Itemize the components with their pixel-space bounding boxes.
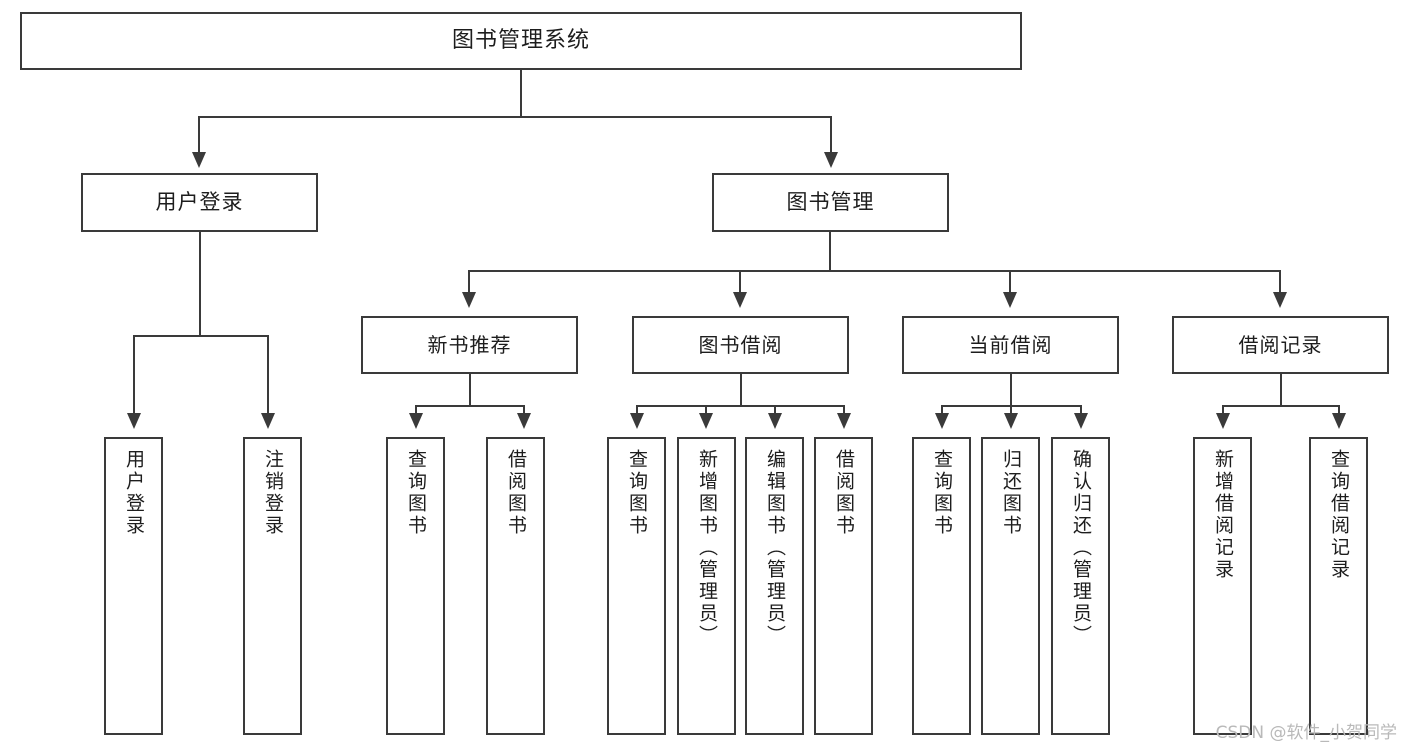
- node-label: 借阅图书: [833, 449, 855, 537]
- node-label: 归还图书: [1000, 449, 1022, 537]
- arrow-to-book-borrow: [733, 292, 747, 308]
- node-label: 确认归还（管理员）: [1070, 449, 1092, 647]
- arrow-book-borrow-leaf-4: [837, 413, 851, 429]
- leaf-book-borrow-borrow-book[interactable]: 借阅图书: [814, 437, 873, 735]
- connector-current-borrow-stem: [1010, 374, 1012, 406]
- node-label: 注销登录: [262, 449, 284, 537]
- arrow-to-book-management: [824, 152, 838, 168]
- connector-book-borrow-drop-4: [843, 405, 845, 417]
- node-label: 用户登录: [155, 190, 244, 215]
- connector-book-borrow-drop-3: [774, 405, 776, 417]
- node-label: 借阅记录: [1238, 332, 1323, 357]
- leaf-book-borrow-query-book[interactable]: 查询图书: [607, 437, 666, 735]
- connector-current-borrow-drop-3: [1080, 405, 1082, 417]
- node-book-management[interactable]: 图书管理: [712, 173, 949, 232]
- connector-level3-drop-2: [739, 270, 741, 295]
- node-label: 借阅图书: [505, 449, 527, 537]
- node-label: 用户登录: [123, 449, 145, 537]
- connector-book-borrow-drop-2: [705, 405, 707, 417]
- connector-new-book-stem: [469, 374, 471, 406]
- node-label: 图书管理系统: [451, 28, 590, 54]
- leaf-current-borrow-query-book[interactable]: 查询图书: [912, 437, 971, 735]
- arrow-current-borrow-leaf-3: [1074, 413, 1088, 429]
- connector-root-stem: [520, 70, 522, 117]
- node-user-login[interactable]: 用户登录: [81, 173, 318, 232]
- arrow-current-borrow-leaf-2: [1004, 413, 1018, 429]
- leaf-borrow-record-add-record[interactable]: 新增借阅记录: [1193, 437, 1252, 735]
- connector-level3-drop-1: [468, 270, 470, 295]
- node-label: 图书借阅: [698, 332, 783, 357]
- node-current-borrow[interactable]: 当前借阅: [902, 316, 1119, 374]
- arrow-book-borrow-leaf-1: [630, 413, 644, 429]
- node-label: 查询图书: [405, 449, 427, 537]
- connector-book-borrow-drop-1: [636, 405, 638, 417]
- node-label: 新书推荐: [427, 332, 512, 357]
- leaf-new-book-query-book[interactable]: 查询图书: [386, 437, 445, 735]
- connector-level3-drop-4: [1279, 270, 1281, 295]
- arrow-to-logout-leaf: [261, 413, 275, 429]
- connector-user-login-bus: [133, 335, 267, 337]
- leaf-book-borrow-edit-book-admin[interactable]: 编辑图书（管理员）: [745, 437, 804, 735]
- arrow-to-current-borrow: [1003, 292, 1017, 308]
- arrow-book-borrow-leaf-3: [768, 413, 782, 429]
- node-label: 图书管理: [786, 190, 875, 215]
- arrow-new-book-leaf-1: [409, 413, 423, 429]
- connector-book-management-stem: [829, 232, 831, 271]
- connector-user-login-drop-2: [267, 335, 269, 417]
- arrow-borrow-record-leaf-1: [1216, 413, 1230, 429]
- arrow-to-user-login: [192, 152, 206, 168]
- connector-user-login-drop-1: [133, 335, 135, 417]
- connector-new-book-drop-1: [415, 405, 417, 417]
- leaf-new-book-borrow-book[interactable]: 借阅图书: [486, 437, 545, 735]
- node-new-book-recommend[interactable]: 新书推荐: [361, 316, 578, 374]
- node-book-borrow[interactable]: 图书借阅: [632, 316, 849, 374]
- arrow-to-new-book-recommend: [462, 292, 476, 308]
- connector-borrow-record-drop-2: [1338, 405, 1340, 417]
- arrow-to-user-login-leaf: [127, 413, 141, 429]
- connector-book-borrow-bus: [636, 405, 844, 407]
- connector-borrow-record-stem: [1280, 374, 1282, 406]
- leaf-logout[interactable]: 注销登录: [243, 437, 302, 735]
- node-label: 新增图书（管理员）: [696, 449, 718, 647]
- node-label: 查询图书: [626, 449, 648, 537]
- connector-user-login-stem: [199, 232, 201, 336]
- leaf-user-login[interactable]: 用户登录: [104, 437, 163, 735]
- connector-level2-drop-left: [198, 116, 200, 156]
- node-borrow-record[interactable]: 借阅记录: [1172, 316, 1389, 374]
- connector-borrow-record-bus: [1222, 405, 1338, 407]
- arrow-to-borrow-record: [1273, 292, 1287, 308]
- connector-level2-drop-right: [830, 116, 832, 156]
- connector-level3-drop-3: [1009, 270, 1011, 295]
- arrow-current-borrow-leaf-1: [935, 413, 949, 429]
- leaf-borrow-record-query-record[interactable]: 查询借阅记录: [1309, 437, 1368, 735]
- connector-new-book-bus: [415, 405, 523, 407]
- leaf-book-borrow-add-book-admin[interactable]: 新增图书（管理员）: [677, 437, 736, 735]
- node-label: 查询图书: [931, 449, 953, 537]
- node-label: 查询借阅记录: [1328, 449, 1350, 581]
- connector-level3-bus: [468, 270, 1280, 272]
- connector-level2-bus: [198, 116, 832, 118]
- arrow-borrow-record-leaf-2: [1332, 413, 1346, 429]
- node-label: 新增借阅记录: [1212, 449, 1234, 581]
- leaf-current-borrow-confirm-return-admin[interactable]: 确认归还（管理员）: [1051, 437, 1110, 735]
- connector-new-book-drop-2: [523, 405, 525, 417]
- connector-current-borrow-drop-1: [941, 405, 943, 417]
- connector-book-borrow-stem: [740, 374, 742, 406]
- node-label: 编辑图书（管理员）: [764, 449, 786, 647]
- node-label: 当前借阅: [968, 332, 1053, 357]
- connector-borrow-record-drop-1: [1222, 405, 1224, 417]
- connector-current-borrow-drop-2: [1010, 405, 1012, 417]
- node-root-book-management-system[interactable]: 图书管理系统: [20, 12, 1022, 70]
- arrow-new-book-leaf-2: [517, 413, 531, 429]
- arrow-book-borrow-leaf-2: [699, 413, 713, 429]
- leaf-current-borrow-return-book[interactable]: 归还图书: [981, 437, 1040, 735]
